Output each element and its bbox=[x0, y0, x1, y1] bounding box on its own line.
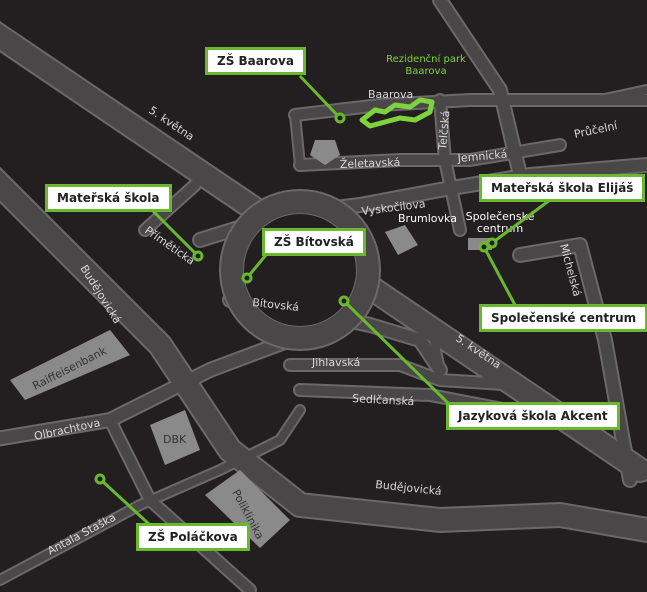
marker-akcent bbox=[338, 295, 350, 307]
street-jemnicka: Jemnická bbox=[456, 148, 508, 165]
street-antala-staska: Antala Staška bbox=[45, 511, 118, 558]
building-raiffeisenbank bbox=[10, 330, 130, 400]
building-dbk bbox=[150, 410, 200, 465]
church-cross-icon bbox=[310, 140, 340, 165]
poi-jazykova-skola[interactable]: Jazyková škola Akcent bbox=[446, 402, 620, 430]
park-label-1: Rezidenční park bbox=[386, 53, 466, 65]
street-sedlcanska: Sedlčanská bbox=[352, 392, 415, 408]
marker-materska-skola bbox=[192, 250, 204, 262]
building-brumlovka bbox=[385, 225, 418, 255]
street-budejovicka-bottom: Budějovická bbox=[375, 478, 443, 498]
marker-spolecenske bbox=[478, 241, 490, 253]
poi-spolecenske-centrum[interactable]: Společenské centrum bbox=[479, 304, 647, 332]
street-bitovska: Bítovská bbox=[252, 296, 300, 314]
building-label-dbk: DBK bbox=[163, 433, 187, 446]
building-label-brumlovka: Brumlovka bbox=[398, 212, 457, 225]
poi-zs-baarova[interactable]: ZŠ Baarova bbox=[205, 47, 306, 75]
marker-zs-baarova bbox=[334, 112, 346, 124]
street-jihlavska: Jihlavská bbox=[311, 356, 360, 369]
building-poliklinika bbox=[205, 470, 290, 548]
buildings bbox=[10, 140, 492, 548]
marker-zs-polackova bbox=[94, 473, 106, 485]
poi-materska-skola-elijas[interactable]: Mateřská škola Elijáš bbox=[479, 174, 646, 202]
park-area bbox=[359, 97, 435, 129]
street-telcska: Telčská bbox=[436, 110, 452, 151]
building-label-spolecenske-1: Společenské bbox=[466, 210, 535, 223]
marker-zs-bitovska bbox=[241, 272, 253, 284]
poi-zs-polackova[interactable]: ZŠ Poláčkova bbox=[136, 523, 250, 551]
poi-zs-bitovska[interactable]: ZŠ Bítovská bbox=[262, 228, 366, 256]
street-zeletavska: Želetavská bbox=[340, 156, 401, 171]
poi-markers bbox=[94, 112, 498, 485]
poi-materska-skola[interactable]: Mateřská škola bbox=[45, 184, 172, 212]
park-label-2: Baarova bbox=[405, 66, 446, 77]
marker-elijas bbox=[486, 237, 498, 249]
street-baarova: Baarova bbox=[368, 88, 413, 101]
street-pruceni: Průčelní bbox=[573, 119, 620, 141]
building-label-spolecenske-2: centrum bbox=[477, 222, 523, 235]
